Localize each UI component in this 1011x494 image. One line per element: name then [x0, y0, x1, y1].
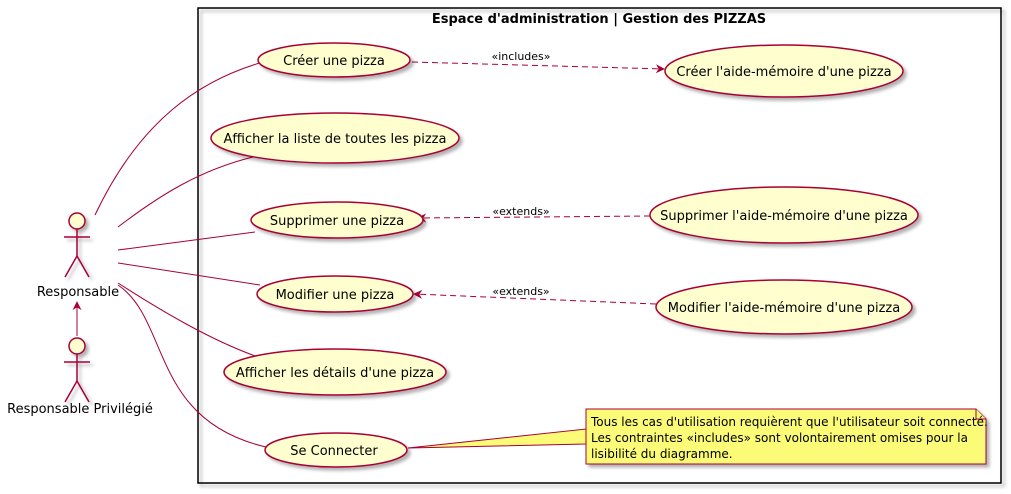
usecase-list-label: Afficher la liste de toutes les pizza: [224, 132, 447, 147]
note-connector: [407, 428, 587, 449]
usecase-delete-label: Supprimer une pizza: [270, 214, 404, 229]
assoc-details: [117, 282, 259, 358]
associations: [72, 61, 267, 448]
system-title: Espace d'administration | Gestion des PI…: [432, 12, 766, 27]
extends-delete-label: «extends»: [492, 205, 549, 218]
note-body: [585, 408, 987, 465]
usecase-memo-delete-label: Supprimer l'aide-mémoire d'une pizza: [660, 209, 908, 224]
usecase-details[interactable]: [223, 348, 447, 396]
assoc-delete: [117, 231, 256, 251]
usecase-delete[interactable]: [250, 201, 424, 239]
usecase-memo-modify-label: Modifier l'aide-mémoire d'une pizza: [668, 301, 900, 316]
usecase-memo-create-label: Créer l'aide-mémoire d'une pizza: [676, 65, 891, 80]
extends-modify-line: [413, 289, 657, 305]
includes-line: [411, 61, 665, 74]
note: Tous les cas d'utilisation requièrent qu…: [585, 408, 988, 465]
extends-delete-line: [417, 213, 651, 223]
dependencies: [411, 61, 665, 305]
note-fold: [975, 409, 986, 420]
actor-responsable-privilegie[interactable]: [64, 337, 90, 403]
usecase-modify[interactable]: [256, 275, 414, 313]
actor-responsable-head: [68, 212, 86, 230]
actor-responsable-label: Responsable: [37, 285, 119, 300]
assoc-modify: [117, 262, 261, 286]
actor-privileged-head: [68, 337, 86, 355]
usecase-memo-delete[interactable]: [649, 186, 919, 244]
assoc-connect: [117, 284, 267, 448]
system-boundary: [197, 7, 1002, 484]
usecase-create[interactable]: [257, 42, 411, 78]
extends-modify-label: «extends»: [492, 285, 549, 298]
usecase-memo-create[interactable]: [664, 44, 904, 98]
assoc-create: [94, 61, 264, 216]
note-line-2: Les contraintes «includes» sont volontai…: [591, 431, 968, 445]
use-cases: [210, 42, 919, 468]
actor-responsable[interactable]: [64, 212, 90, 278]
usecase-list[interactable]: [210, 112, 460, 164]
usecase-modify-label: Modifier une pizza: [276, 288, 395, 303]
usecase-memo-modify[interactable]: [655, 279, 913, 335]
includes-label: «includes»: [491, 50, 550, 63]
note-line-3: lisibilité du diagramme.: [591, 447, 733, 461]
actor-privileged-label: Responsable Privilégié: [7, 402, 153, 417]
usecase-create-label: Créer une pizza: [283, 54, 385, 69]
assoc-list: [117, 156, 254, 228]
note-line-1: Tous les cas d'utilisation requièrent qu…: [590, 415, 988, 429]
usecase-details-label: Afficher les détails d'une pizza: [236, 366, 434, 381]
usecase-connect-label: Se Connecter: [290, 444, 378, 459]
usecase-connect[interactable]: [264, 432, 408, 468]
